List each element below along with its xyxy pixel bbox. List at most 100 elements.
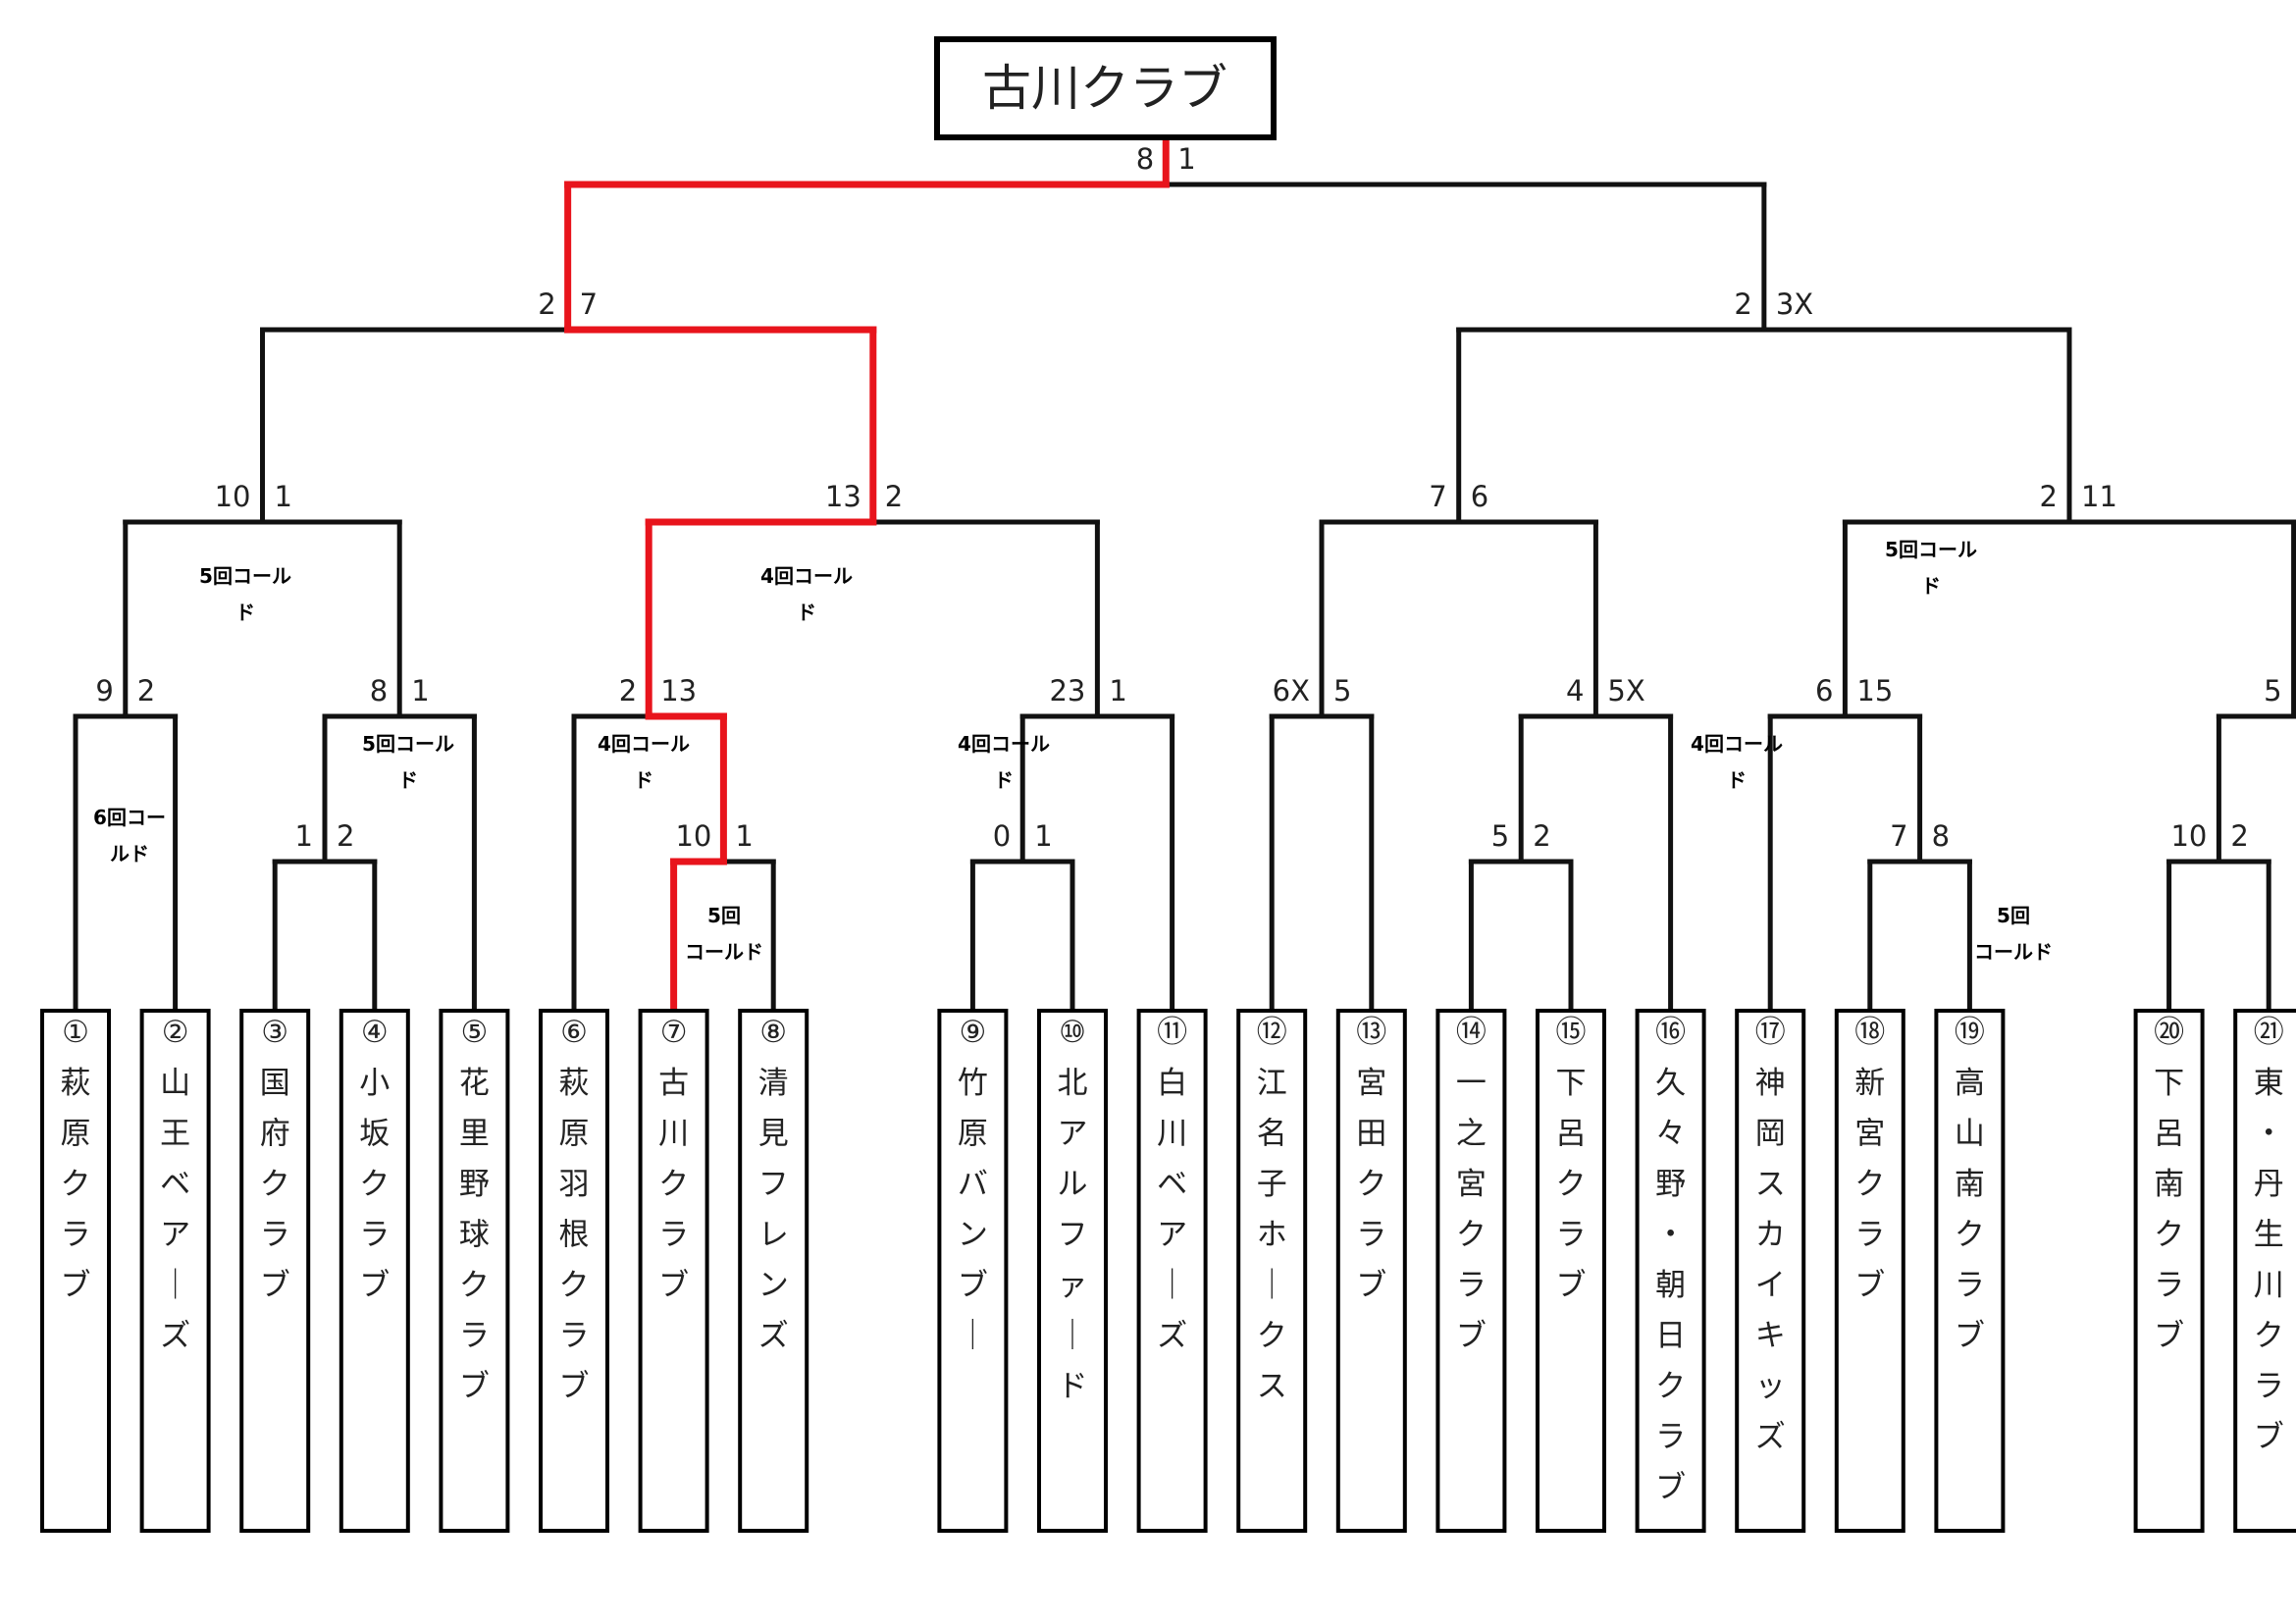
called-game-note: ド: [797, 601, 816, 624]
team-number: ⑤: [461, 1015, 489, 1050]
team-box-frame: [1735, 1009, 1806, 1533]
team-number: ⑧: [759, 1015, 787, 1050]
team-box-frame: [2133, 1009, 2205, 1533]
team-box-frame: [1037, 1009, 1108, 1533]
team-number: ⑯: [1655, 1015, 1686, 1050]
team-name: 清見フレンズ: [758, 1066, 789, 1354]
team-number: ⑮: [1556, 1015, 1587, 1050]
score-left: 2: [2040, 480, 2058, 513]
team-number: ⑥: [560, 1015, 588, 1050]
score-left: 8: [1136, 142, 1154, 176]
team-name: 萩原クラブ: [61, 1066, 91, 1303]
score-right: 5X: [1607, 674, 1644, 707]
score-left: 7: [1890, 819, 1907, 853]
called-game-note: 4回コール: [958, 732, 1050, 756]
team-box-frame: [239, 1009, 311, 1533]
score-left: 0: [993, 819, 1011, 853]
score-left: 4: [1566, 674, 1584, 707]
team-box: ① 萩原クラブ: [40, 1009, 111, 1533]
team-name: 高山南クラブ: [1955, 1066, 1985, 1354]
champion-name: 古川クラブ: [982, 60, 1227, 117]
called-game-notes: 5回コールド5回コールド6回コールド4回コールド4回コールド4回コールド5回コー…: [93, 538, 2053, 964]
team-name: 神岡スカイキッズ: [1755, 1066, 1786, 1455]
called-game-note: ド: [398, 768, 418, 792]
team-number: ⑲: [1955, 1015, 1985, 1050]
score-right: 6: [1471, 480, 1488, 513]
score-left: 23: [1049, 674, 1085, 707]
called-game-note: ド: [634, 768, 653, 792]
called-game-note: ド: [994, 768, 1014, 792]
team-number: ②: [162, 1015, 189, 1050]
called-game-note: 5回コール: [1885, 538, 1977, 561]
team-box-frame: [738, 1009, 809, 1533]
team-number: ⑬: [1356, 1015, 1386, 1050]
team-number: ⑰: [1755, 1015, 1786, 1050]
team-box-frame: [1635, 1009, 1706, 1533]
team-box-frame: [638, 1009, 709, 1533]
team-name: 下呂クラブ: [1556, 1066, 1587, 1303]
score-left: 5: [2264, 674, 2281, 707]
score-right: 3X: [1776, 288, 1813, 321]
score-left: 2: [619, 674, 637, 707]
score-left: 10: [215, 480, 251, 513]
team-name: 小坂クラブ: [359, 1066, 390, 1303]
team-number: ⑱: [1854, 1015, 1885, 1050]
team-name: 古川クラブ: [658, 1066, 689, 1303]
team-box-frame: [1934, 1009, 2006, 1533]
team-box-frame: [1136, 1009, 1208, 1533]
bracket-lines-red: [564, 133, 1170, 1015]
score-left: 6: [1815, 674, 1833, 707]
team-number: ⑪: [1157, 1015, 1187, 1050]
team-number: ⑭: [1456, 1015, 1487, 1050]
called-game-note: 6回コー: [93, 806, 166, 829]
team-name: 久々野・朝日クラブ: [1655, 1066, 1686, 1505]
team-box: ⑥ 萩原羽根クラブ: [539, 1009, 609, 1533]
team-name: 竹原バンブ｜: [958, 1066, 988, 1354]
team-name: 花里野球クラブ: [459, 1066, 490, 1404]
team-box: ⑤ 花里野球クラブ: [439, 1009, 510, 1533]
team-number: ⑦: [660, 1015, 688, 1050]
team-number: ⑩: [1059, 1015, 1086, 1050]
score-left: 1: [295, 819, 313, 853]
team-number: ①: [62, 1015, 89, 1050]
score-right: 8: [1932, 819, 1950, 853]
score-right: 2: [137, 674, 155, 707]
team-number: ③: [261, 1015, 288, 1050]
called-game-note: ド: [1921, 574, 1941, 598]
called-game-note: コールド: [685, 940, 763, 964]
score-labels: 10101527810292122132316X545X615538110113…: [95, 142, 2281, 853]
team-box: ⑮ 下呂クラブ: [1536, 1009, 1606, 1533]
team-box-frame: [937, 1009, 1009, 1533]
score-left: 9: [95, 674, 113, 707]
score-right: 1: [411, 674, 429, 707]
team-box: ⑦ 古川クラブ: [638, 1009, 709, 1533]
team-box: ② 山王ベア｜ズ: [139, 1009, 211, 1533]
team-box: ⑯ 久々野・朝日クラブ: [1635, 1009, 1706, 1533]
called-game-note: 4回コール: [760, 564, 853, 588]
score-left: 6X: [1273, 674, 1310, 707]
called-game-note: 5回コール: [199, 564, 291, 588]
called-game-note: 5回コール: [362, 732, 454, 756]
team-box-frame: [1236, 1009, 1308, 1533]
score-left: 10: [2170, 819, 2207, 853]
score-right: 2: [1533, 819, 1550, 853]
called-game-note: ド: [1727, 768, 1747, 792]
team-box: ⑧ 清見フレンズ: [738, 1009, 809, 1533]
team-box-frame: [539, 1009, 609, 1533]
score-left: 2: [538, 288, 555, 321]
team-box-frame: [439, 1009, 510, 1533]
team-name: 萩原羽根クラブ: [559, 1066, 590, 1404]
score-left: 2: [1734, 288, 1751, 321]
team-name: 山王ベア｜ズ: [160, 1066, 190, 1354]
score-right: 13: [660, 674, 697, 707]
team-box: ⑲ 高山南クラブ: [1934, 1009, 2006, 1533]
score-right: 1: [1109, 674, 1126, 707]
team-name: 一之宮クラブ: [1456, 1066, 1487, 1354]
